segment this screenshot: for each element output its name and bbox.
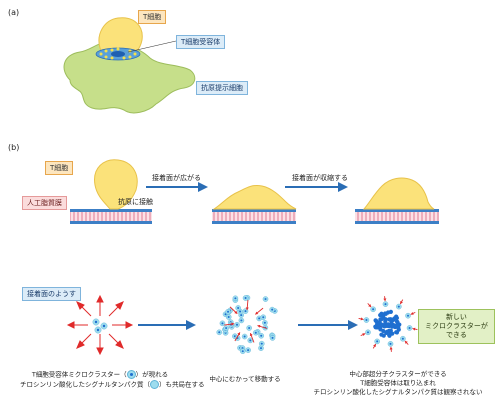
micro-clusters-scattered (216, 294, 278, 354)
arrow-stage-bc (298, 320, 358, 330)
micro-cluster (262, 319, 268, 326)
micro-cluster (269, 335, 276, 341)
micro-cluster (406, 325, 413, 331)
micro-cluster (258, 332, 265, 339)
tcr-dot (378, 313, 383, 318)
micro-cluster (258, 340, 265, 347)
tcr-dot (384, 323, 390, 328)
new-microcluster-label: 新しい ミクロクラスターが できる (418, 309, 495, 344)
t-cell-label-a: T細胞 (138, 10, 167, 24)
micro-cluster (234, 321, 240, 328)
tcr-dot (387, 333, 392, 338)
tcr-dot (394, 330, 400, 335)
micro-cluster (396, 303, 402, 310)
micro-cluster (269, 306, 275, 313)
micro-cluster (241, 333, 248, 340)
artificial-membrane-3 (355, 209, 439, 224)
micro-cluster (219, 320, 226, 327)
panel-b-illustration (70, 159, 439, 224)
t-cell-label-b: T細胞 (45, 161, 74, 175)
caption-stage-3: 中心部超分子クラスターができる T細胞受容体は取り込まれ チロシンリン酸化したシ… (313, 370, 483, 396)
micro-cluster (400, 335, 406, 342)
micro-cluster (216, 329, 223, 336)
membrane-label: 人工脂質膜 (22, 196, 67, 210)
micro-cluster (246, 325, 252, 331)
micro-cluster (252, 329, 259, 336)
t-cell-stage-2 (212, 185, 297, 210)
contact-label: 抗原に接触 (118, 198, 153, 206)
artificial-membrane-1 (70, 209, 152, 224)
t-cell-stage-3 (362, 177, 435, 210)
panel-a-illustration (63, 17, 196, 114)
tcr-dot (379, 317, 384, 322)
micro-cluster (382, 301, 389, 307)
tcr-dot (381, 333, 386, 338)
micro-cluster (225, 308, 231, 315)
tcr-dot (394, 319, 400, 324)
tcr-dot (396, 326, 401, 331)
micro-cluster (238, 317, 245, 324)
micro-cluster (223, 325, 229, 331)
panel-a-label: (a) (8, 8, 20, 17)
panel-b-label: (b) (8, 143, 20, 152)
tcr-dot (393, 315, 398, 321)
micro-cluster (245, 347, 251, 353)
micro-cluster (258, 345, 264, 351)
tcr-dot (385, 329, 390, 334)
micro-cluster (387, 341, 394, 347)
arrow-spread (146, 182, 208, 192)
caption-stage-2: 中心にむかって移動する (209, 375, 281, 383)
tcr-dot (376, 324, 381, 329)
contract-label: 接着面が収縮する (292, 174, 348, 182)
arrow-contract (285, 182, 348, 192)
micro-cluster (262, 296, 269, 302)
tcr-dot (389, 319, 394, 324)
tcr-dot (383, 317, 388, 322)
micro-cluster (232, 295, 239, 302)
interface-label: 接着面のようす (22, 287, 81, 301)
t-cell-stage-1 (94, 159, 138, 210)
micro-cluster (370, 306, 376, 313)
micro-cluster (242, 295, 249, 301)
arrow-stage-ab (138, 320, 196, 330)
micro-cluster (239, 348, 246, 354)
spread-label: 接着面が広がる (152, 174, 201, 182)
tcr-dot (390, 324, 395, 329)
tcr-label: T細胞受容体 (176, 35, 226, 49)
outward-arrows (66, 294, 134, 356)
central-supramolecular-cluster (358, 296, 418, 352)
micro-cluster (365, 329, 371, 336)
micro-cluster (260, 314, 267, 321)
tcr-dot (373, 318, 378, 323)
apc-label: 抗原提示細胞 (196, 81, 248, 95)
micro-cluster (363, 317, 370, 323)
caption-stage-1: T細胞受容体ミクロクラスター（）が現れる チロシンリン酸化したシグナルタンパク質… (20, 370, 205, 389)
micro-cluster (405, 312, 411, 319)
artificial-membrane-2 (212, 209, 296, 224)
micro-cluster (374, 338, 380, 345)
micro-cluster (235, 305, 241, 311)
tcr-leader-line (127, 40, 177, 53)
micro-clusters-initial (92, 318, 108, 334)
micro-cluster (225, 314, 232, 320)
tcr-dot (385, 310, 391, 315)
tcr-dot (373, 324, 378, 329)
interface-illustration (66, 294, 418, 356)
